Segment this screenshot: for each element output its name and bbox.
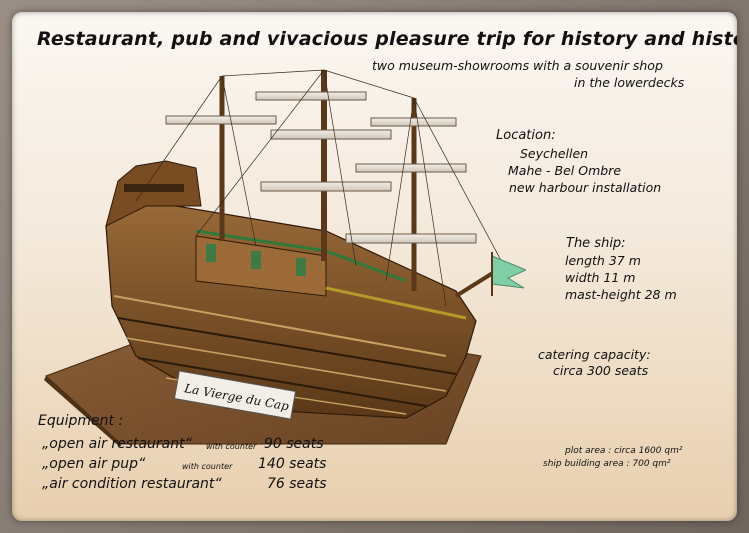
stern-castle (105, 160, 202, 227)
furled-sail (370, 117, 457, 127)
catering-heading: catering capacity: (538, 347, 651, 362)
ship-length: length 37 m (565, 253, 641, 268)
ship-illustration: La Vierge du Cap (44, 69, 526, 446)
equipment-item-seats: 90 seats (264, 436, 324, 452)
furled-sail (165, 115, 277, 125)
ship-building-area: ship building area : 700 qm² (543, 459, 671, 469)
equipment-item-name: „open air restaurant“ (42, 436, 192, 452)
cabin-door (296, 258, 306, 276)
equipment-item-note: with counter (206, 442, 257, 451)
cabin-door (251, 251, 261, 269)
hull-stripe (113, 295, 447, 357)
page-title: Restaurant, pub and vivacious pleasure t… (37, 28, 737, 50)
brochure-panel: La Vierge du Cap Restaurant, pub and viv… (12, 12, 737, 521)
cabin-door (206, 244, 216, 262)
furled-sail (260, 181, 392, 192)
ship-base-edge (44, 376, 121, 446)
catering-value: circa 300 seats (553, 363, 649, 378)
deck-rail (325, 286, 467, 320)
rigging (135, 69, 505, 307)
ship-mast-height: mast-height 28 m (565, 287, 677, 302)
equipment-item-note: with counter (182, 462, 233, 471)
nameplate-board (173, 370, 297, 420)
ship-width: width 11 m (565, 270, 636, 285)
plot-area: plot area : circa 1600 qm² (565, 446, 683, 456)
hull-stripe (125, 337, 447, 392)
equipment-item-name: „open air pup“ (42, 456, 146, 472)
equipment-heading: Equipment : (38, 413, 124, 429)
furled-sail (270, 129, 392, 140)
hull-stripe (137, 357, 427, 407)
furled-sail (255, 91, 367, 101)
stern-windows (124, 184, 184, 192)
subtitle-line-2: in the lowerdecks (574, 75, 685, 90)
hull-stripe (117, 317, 457, 375)
equipment-item-seats: 140 seats (258, 456, 327, 472)
furled-sail (355, 163, 467, 173)
equipment-item-seats: 76 seats (267, 476, 327, 492)
location-line-2: Mahe - Bel Ombre (508, 163, 622, 178)
subtitle-line-1: two museum-showrooms with a souvenir sho… (372, 58, 663, 73)
location-line-3: new harbour installation (509, 180, 662, 195)
equipment-item-name: „air condition restaurant“ (42, 476, 222, 492)
bow-flag (491, 255, 526, 289)
location-line-1: Seychellen (520, 146, 589, 161)
ship-heading: The ship: (566, 236, 626, 251)
location-heading: Location: (496, 128, 556, 143)
furled-sail (345, 233, 477, 244)
